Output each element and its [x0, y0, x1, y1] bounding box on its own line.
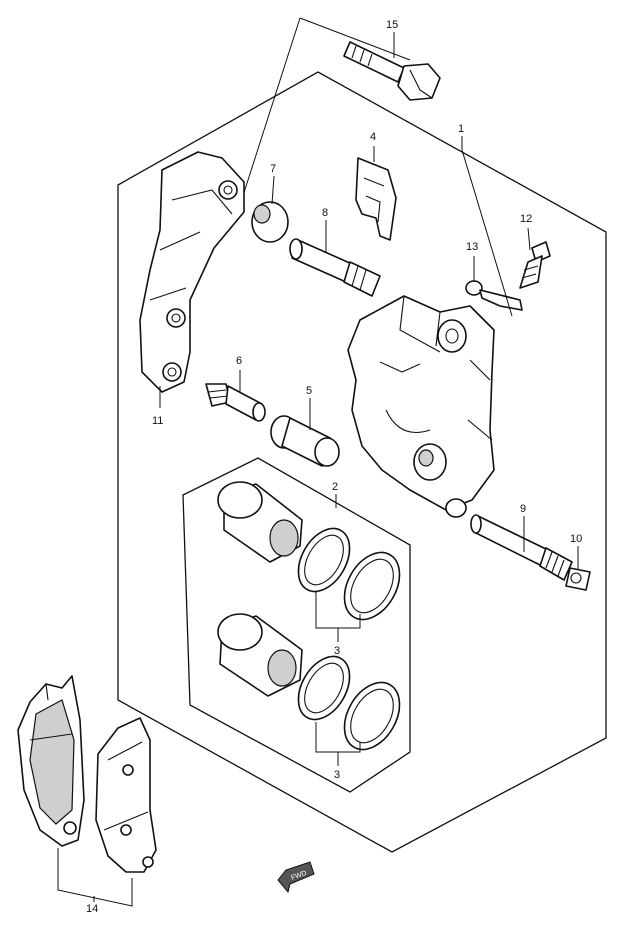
callout-15: 15 — [386, 19, 398, 31]
bolt-inset-lines — [239, 17, 411, 206]
callout-6: 6 — [236, 355, 242, 367]
leader-lines — [57, 32, 579, 907]
slide-pin-lower — [205, 383, 266, 422]
callout-12: 12 — [520, 213, 532, 225]
piston-lower — [217, 613, 303, 697]
long-pin — [470, 514, 573, 581]
callout-14: 14 — [86, 903, 98, 915]
callout-4: 4 — [370, 131, 376, 143]
seal-pair-upper — [297, 527, 401, 621]
brake-pad-right — [95, 717, 157, 873]
seal-pair-lower — [297, 655, 401, 751]
bleeder-cap — [465, 280, 523, 311]
pad-spring — [355, 157, 397, 241]
callout-3-lower: 3 — [334, 769, 340, 781]
brake-pad-left — [17, 675, 85, 847]
callout-10: 10 — [570, 533, 582, 545]
caliper-assembly-frame — [117, 71, 607, 853]
flange-bolt — [343, 41, 441, 101]
rubber-boot — [251, 201, 289, 243]
guide-pin — [270, 415, 340, 467]
callout-numbers: 1 2 3 3 4 5 6 7 8 9 10 11 12 13 14 15 — [86, 19, 582, 915]
caliper-body — [347, 295, 495, 518]
callout-7: 7 — [270, 163, 276, 175]
pin-cap — [565, 567, 591, 591]
callout-13: 13 — [466, 241, 478, 253]
callout-3-upper: 3 — [334, 645, 340, 657]
piston-kit-frame — [182, 457, 411, 793]
caliper-bracket — [139, 151, 245, 393]
bleeder-valve — [519, 241, 551, 289]
callout-1: 1 — [458, 123, 464, 135]
callout-11: 11 — [152, 415, 163, 427]
callout-8: 8 — [322, 207, 328, 219]
slide-pin-upper — [289, 238, 381, 297]
piston-upper — [217, 481, 303, 563]
callout-9: 9 — [520, 503, 526, 515]
fwd-arrow: FWD — [277, 861, 315, 894]
callout-5: 5 — [306, 385, 312, 397]
callout-2: 2 — [332, 481, 338, 493]
